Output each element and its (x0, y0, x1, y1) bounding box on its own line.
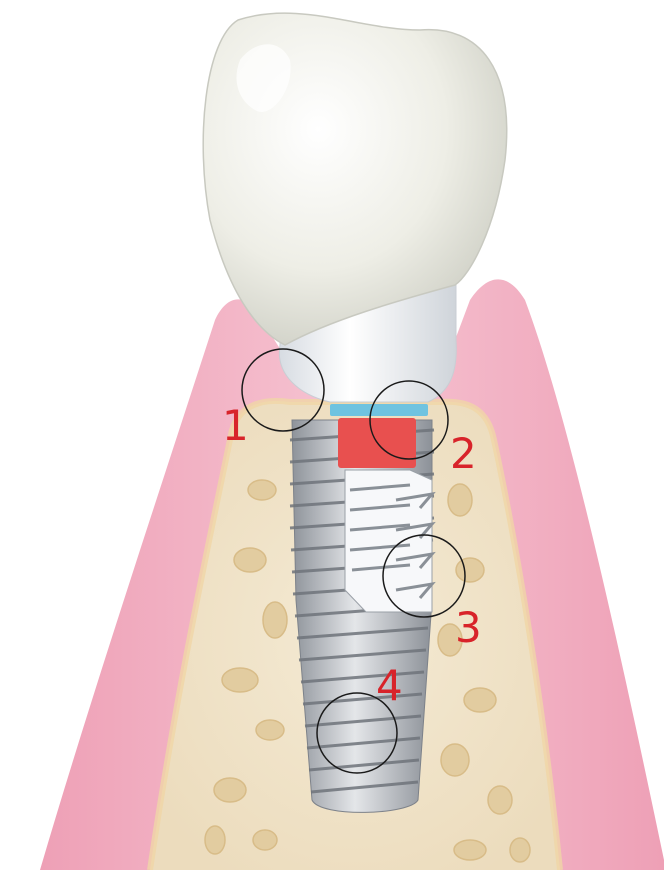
callout-label-2: 2 (450, 429, 477, 478)
internal-screw-channel (345, 470, 432, 612)
callout-label-4: 4 (376, 661, 403, 710)
callout-label-1: 1 (222, 401, 249, 450)
seal-band (330, 404, 428, 416)
callout-label-3: 3 (455, 603, 482, 652)
